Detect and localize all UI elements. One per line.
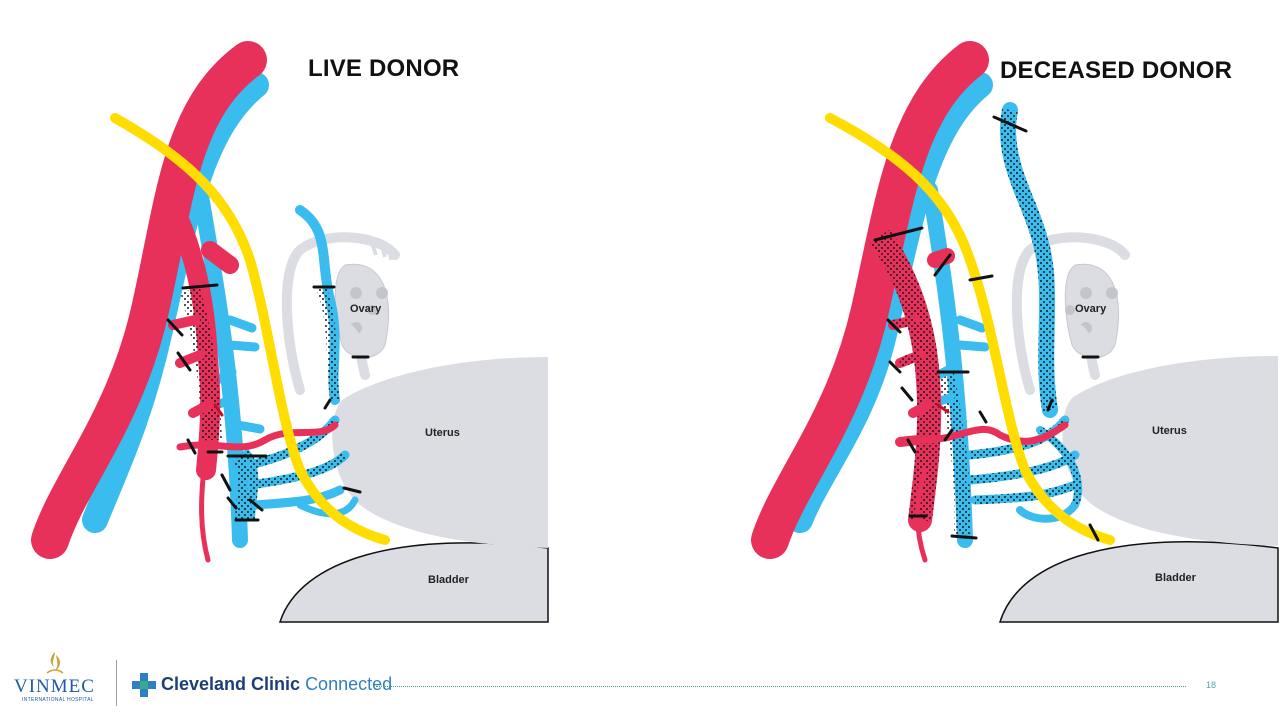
ovary-label: Ovary	[1075, 303, 1107, 315]
external-iliac-artery	[31, 41, 267, 559]
bladder-label: Bladder	[1155, 572, 1197, 584]
live-donor-diagram: Ovary Uterus Bladder	[31, 41, 549, 623]
deceased-donor-diagram: Ovary Uterus Bladder	[751, 41, 1279, 623]
uterus	[332, 357, 548, 548]
internal-iliac-vein	[192, 182, 248, 548]
live-donor-panel: Ovary Uterus Bladder LIVE DONOR	[0, 0, 560, 630]
cleveland-clinic-icon	[132, 673, 156, 697]
cleveland-clinic-name: Cleveland Clinic	[161, 674, 301, 694]
ovary-label: Ovary	[350, 303, 382, 315]
ureter	[110, 113, 390, 545]
logo-divider	[116, 660, 117, 706]
uterine-artery	[176, 421, 339, 451]
vinmec-logo-icon	[46, 652, 64, 674]
vinmec-logo-text: VINMEC	[14, 676, 95, 697]
fallopian-tube	[281, 232, 400, 395]
bladder	[998, 541, 1279, 623]
bladder	[278, 542, 549, 623]
page-number: 18	[1206, 680, 1217, 690]
connected-text: Connected	[305, 674, 393, 694]
footer-dotted-rule	[376, 686, 1186, 687]
cleveland-clinic-connected: Cleveland Clinic Connected	[161, 674, 392, 695]
clamp-marks	[873, 115, 1100, 542]
deceased-donor-panel: Ovary Uterus Bladder DECEASED DONOR	[730, 0, 1280, 630]
vinmec-subtitle: INTERNATIONAL HOSPITAL	[22, 697, 94, 703]
deceased-donor-title: DECEASED DONOR	[1000, 57, 1233, 84]
bladder-label: Bladder	[428, 574, 470, 586]
clamp-marks	[166, 283, 370, 522]
uterus-label: Uterus	[1152, 425, 1187, 437]
uterus	[1062, 356, 1278, 546]
uterus-label: Uterus	[425, 427, 460, 439]
live-donor-title: LIVE DONOR	[308, 55, 460, 82]
